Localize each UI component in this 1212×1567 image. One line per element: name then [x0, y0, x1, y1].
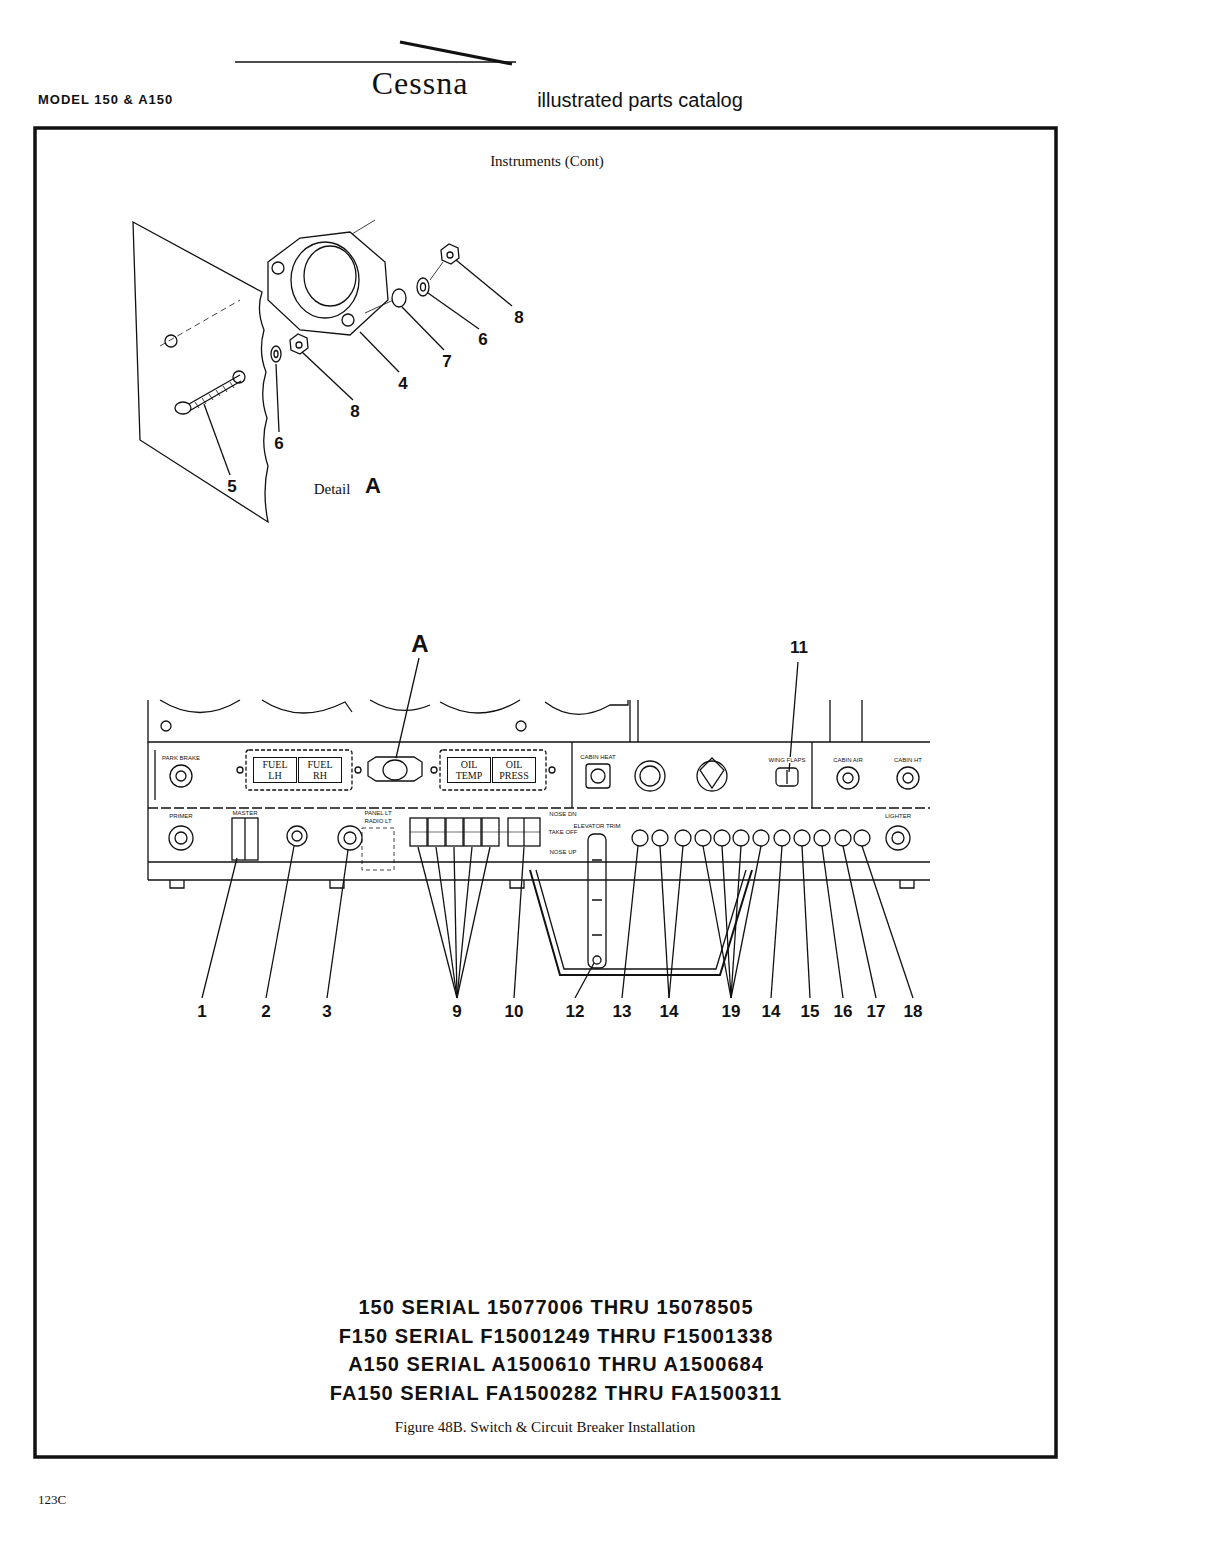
panel-label: NOSE UP	[548, 849, 577, 856]
callout-number: 17	[867, 1003, 886, 1022]
catalog-title: illustrated parts catalog	[537, 89, 743, 111]
callout-number: 10	[505, 1003, 524, 1022]
gauge-box: OIL TEMP	[447, 757, 491, 783]
figure-caption: Figure 48B. Switch & Circuit Breaker Ins…	[395, 1419, 695, 1436]
gauge-box: FUEL RH	[298, 757, 342, 783]
callout-number: 14	[660, 1003, 679, 1022]
callout-number: 13	[613, 1003, 632, 1022]
panel-label: ELEVATOR TRIM	[572, 823, 621, 830]
panel-label: CABIN AIR	[832, 757, 864, 764]
callout-number: 5	[227, 478, 236, 497]
serial-range: 150 SERIAL 15077006 THRU 15078505	[358, 1296, 753, 1318]
callout-number: 18	[904, 1003, 923, 1022]
panel-label: CABIN HT	[893, 757, 923, 764]
callout-number: 8	[350, 403, 359, 422]
gauge-label: FUEL LH	[256, 759, 294, 781]
callout-number: 2	[261, 1003, 270, 1022]
serial-range: FA150 SERIAL FA1500282 THRU FA1500311	[330, 1382, 782, 1404]
callout-number: 6	[478, 331, 487, 350]
callout-number: 7	[442, 353, 451, 372]
callout-number: 6	[274, 435, 283, 454]
panel-label: LIGHTER	[884, 813, 912, 820]
gauge-label: OIL PRESS	[495, 759, 533, 781]
panel-label: RADIO LT	[363, 818, 392, 825]
header-model: MODEL 150 & A150	[38, 93, 173, 107]
gauge-box: OIL PRESS	[492, 757, 536, 783]
callout-number: 16	[834, 1003, 853, 1022]
serial-range: F150 SERIAL F15001249 THRU F15001338	[339, 1325, 774, 1347]
gauge-label: OIL TEMP	[450, 759, 488, 781]
panel-label: TAKE OFF	[548, 829, 579, 836]
detail-callout: A	[411, 631, 428, 657]
panel-label: PRIMER	[168, 813, 193, 820]
callout-number: 11	[790, 639, 808, 658]
detail-letter: A	[365, 474, 381, 498]
callout-number: 3	[322, 1003, 331, 1022]
panel-label: WING FLAPS	[767, 757, 806, 764]
panel-label: CABIN HEAT	[579, 754, 617, 761]
detail-label: Detail	[314, 481, 351, 498]
page-number: 123C	[38, 1493, 66, 1507]
callout-number: 8	[514, 309, 523, 328]
callout-number: 14	[762, 1003, 781, 1022]
section-title: Instruments (Cont)	[490, 153, 604, 170]
gauge-box: FUEL LH	[253, 757, 297, 783]
panel-label: NOSE DN	[548, 811, 577, 818]
serial-range: A150 SERIAL A1500610 THRU A1500684	[348, 1353, 764, 1375]
callout-number: 4	[398, 375, 407, 394]
panel-label: PARK BRAKE	[161, 755, 201, 762]
callout-number: 12	[566, 1003, 585, 1022]
panel-label: MASTER	[231, 810, 258, 817]
brand-logo: Cessna	[372, 66, 469, 101]
panel-label: PANEL LT	[363, 810, 392, 817]
callout-number: 19	[722, 1003, 741, 1022]
callout-number: 1	[197, 1003, 206, 1022]
callout-number: 15	[801, 1003, 820, 1022]
callout-number: 9	[452, 1003, 461, 1022]
gauge-label: FUEL RH	[301, 759, 339, 781]
